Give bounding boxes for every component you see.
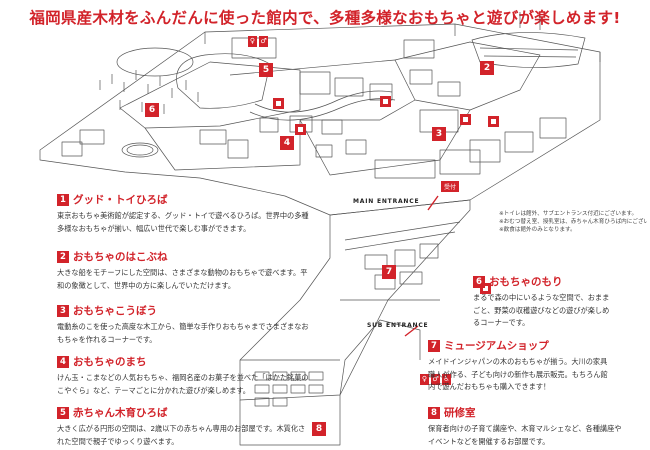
- zone-description: 大きな船をモチーフにした空間は、さまざまな動物のおもちゃで遊べます。平和の象徴と…: [57, 268, 308, 290]
- headline: 福岡県産木材をふんだんに使った館内で、多種多様なおもちゃと遊びが楽しめます!: [29, 9, 621, 27]
- ark-boat: [471, 32, 586, 68]
- zone-number: 5: [57, 406, 69, 419]
- zone-7: 7 ミュージアムショップ メイドインジャパンの木のおもちゃが揃う。大川の家具職人が…: [428, 338, 608, 394]
- toilet-icon: ♂: [431, 374, 440, 385]
- zone-description: けん玉・こまなどの人気おもちゃ、福岡名産のお菓子を並べた「はかた銘菓のこやぐら」…: [57, 373, 309, 395]
- zone-name: おもちゃのはこぶね: [73, 251, 168, 263]
- note-line: ※トイレは館外、サブエントランス付近にございます。: [499, 211, 638, 217]
- sub-entrance-arrow: [404, 325, 419, 337]
- zone-6: 6 おもちゃのもり まるで森の中にいるような空間で、おままごと、野菜の収穫遊びなど…: [473, 274, 613, 330]
- sub-entrance-label: SUB ENTRANCE: [367, 322, 429, 329]
- main-entrance-arrow: [427, 195, 439, 211]
- zone-number: 2: [57, 250, 69, 263]
- zone-name: おもちゃのまち: [73, 356, 147, 368]
- zone-description: まるで森の中にいるような空間で、おままごと、野菜の収穫遊びなどの遊びが楽しめるコ…: [473, 293, 610, 327]
- location-mark: [380, 96, 391, 107]
- map-badge-3: 3: [432, 127, 446, 141]
- zone-description: メイドインジャパンの木のおもちゃが揃う。大川の家具職人が作る、子ども向けの新作も…: [428, 357, 608, 391]
- wheelchair-icon: ♿: [442, 374, 451, 385]
- zone-2: 2 おもちゃのはこぶね 大きな船をモチーフにした空間は、さまざまな動物のおもちゃで…: [57, 249, 312, 292]
- zone-number: 7: [428, 339, 440, 352]
- map-badge-2: 2: [480, 61, 494, 75]
- zone-name: ミュージアムショップ: [444, 340, 549, 352]
- zone-name: おもちゃのもり: [489, 276, 563, 288]
- zone-description: 保育者向けの子育て講座や、木育マルシェなど、各種講座やイベントなどを開催するお部…: [428, 424, 622, 446]
- toilet-icon: ♀: [248, 36, 257, 47]
- location-mark: [460, 114, 471, 125]
- toilet-icon: ♂: [259, 36, 268, 47]
- reception-label: 受付: [441, 181, 460, 192]
- zone-description: 電動糸のこを使った高度な木工から、簡単な手作りおもちゃまでさまざまなおもちゃを作…: [57, 322, 309, 344]
- note-line: ※飲食は館外のみとなります。: [499, 227, 576, 234]
- map-badge-6: 6: [145, 103, 159, 117]
- map-badge-5: 5: [259, 63, 273, 77]
- map-badge-4: 4: [280, 136, 294, 150]
- zone-description: 大きく広がる円形の空間は、2歳以下の赤ちゃん専用のお部屋です。木質化された空間で…: [57, 424, 306, 446]
- toilet-icon: ♀: [420, 374, 429, 385]
- zone-description: 東京おもちゃ美術館が認定する、グッド・トイで遊べるひろば。世界中の多種多様なおも…: [57, 211, 309, 233]
- restroom-icons: ♀ ♂ ♿: [420, 374, 451, 385]
- zone-number: 6: [473, 275, 485, 288]
- zone-number: 4: [57, 355, 69, 368]
- zone-name: おもちゃこうぼう: [73, 305, 157, 317]
- location-mark: [273, 98, 284, 109]
- zone-name: 赤ちゃん木育ひろば: [73, 407, 168, 419]
- zone-3: 3 おもちゃこうぼう 電動糸のこを使った高度な木工から、簡単な手作りおもちゃまでさ…: [57, 303, 312, 346]
- zone-number: 8: [428, 406, 440, 419]
- zone-4: 4 おもちゃのまち けん玉・こまなどの人気おもちゃ、福岡名産のお菓子を並べた「はか…: [57, 354, 312, 397]
- map-badge-8: 8: [312, 422, 326, 436]
- facility-icons: ♀ ♂: [248, 36, 268, 47]
- zone-number: 1: [57, 193, 69, 206]
- zone-8: 8 研修室 保育者向けの子育て講座や、木育マルシェなど、各種講座やイベントなどを開…: [428, 405, 623, 448]
- location-mark: [488, 116, 499, 127]
- location-mark: [295, 124, 306, 135]
- location-mark: [480, 283, 491, 294]
- main-entrance-label: MAIN ENTRANCE: [353, 198, 420, 205]
- lower-building: [239, 199, 471, 401]
- zone-name: 研修室: [444, 407, 476, 419]
- zone-5: 5 赤ちゃん木育ひろば 大きく広がる円形の空間は、2歳以下の赤ちゃん専用のお部屋で…: [57, 405, 312, 448]
- zone-name: グッド・トイひろば: [73, 194, 168, 206]
- map-badge-7: 7: [382, 265, 396, 279]
- zone-1: 1 グッド・トイひろば 東京おもちゃ美術館が認定する、グッド・トイで遊べるひろば。…: [57, 192, 312, 235]
- zone-number: 3: [57, 304, 69, 317]
- note-line: ※おむつ替え室、授乳室は、赤ちゃん木育ひろば内にございます。: [499, 219, 647, 226]
- building-outline: [39, 23, 601, 216]
- notes-box: ※トイレは館外、サブエントランス付近にございます。 ※おむつ替え室、授乳室は、赤…: [499, 210, 647, 235]
